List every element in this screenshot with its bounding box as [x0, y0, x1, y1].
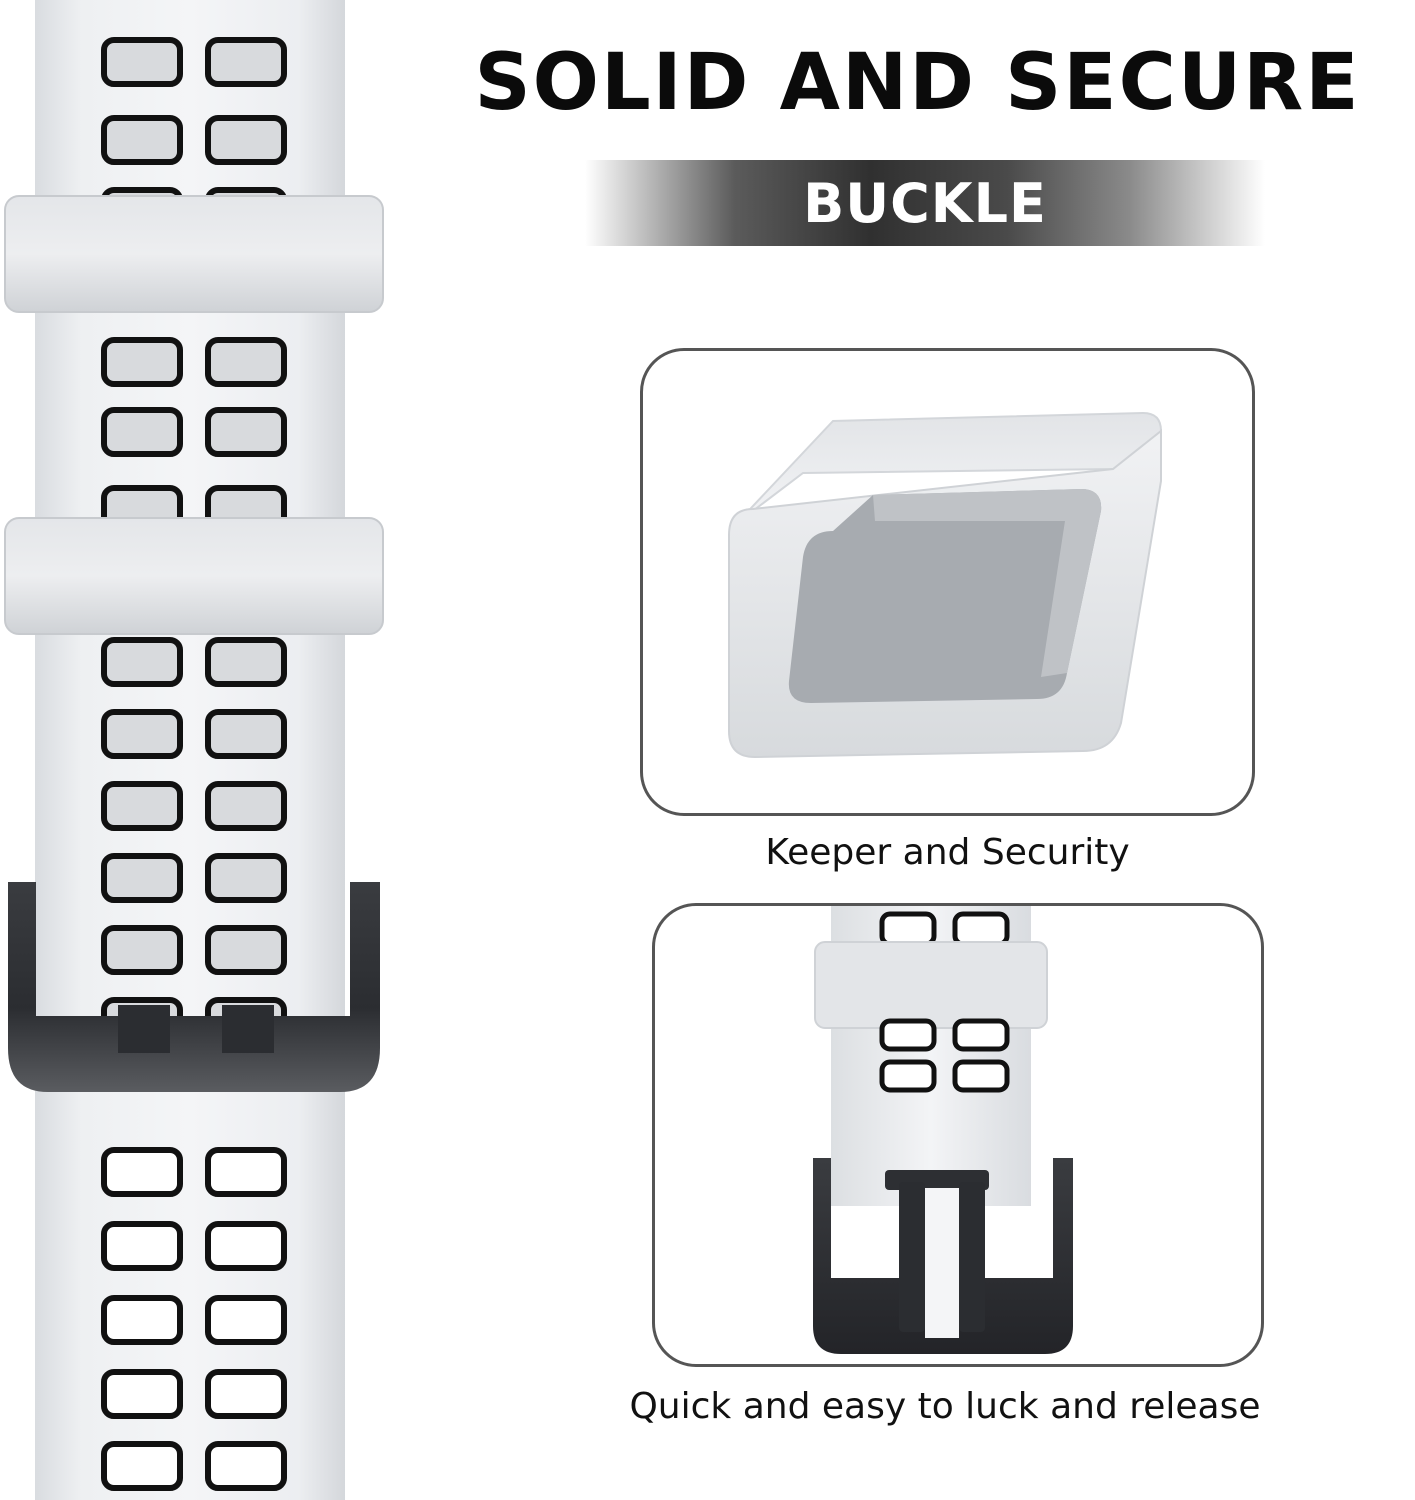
strap-keeper-loop-icon	[728, 411, 1162, 759]
band-hole	[205, 637, 287, 687]
band-hole	[205, 37, 287, 87]
band-hole	[101, 1295, 183, 1345]
band-buckle	[8, 882, 380, 1092]
band-hole	[101, 1441, 183, 1491]
band-hole	[205, 709, 287, 759]
band-hole	[205, 337, 287, 387]
band-hole	[205, 407, 287, 457]
band-hole	[205, 853, 287, 903]
band-hole	[205, 115, 287, 165]
band-keeper-upper	[4, 195, 384, 313]
headline: SOLID AND SECURE	[474, 38, 1361, 128]
band-hole	[205, 1369, 287, 1419]
band-hole	[205, 1147, 287, 1197]
band-hole	[101, 1369, 183, 1419]
band-hole	[205, 1295, 287, 1345]
band-hole	[205, 1221, 287, 1271]
band-hole	[101, 115, 183, 165]
buckle-caption: Quick and easy to luck and release	[629, 1386, 1261, 1427]
band-hole	[101, 853, 183, 903]
band-hole	[101, 1221, 183, 1271]
band-hole	[101, 781, 183, 831]
band-hole	[101, 1147, 183, 1197]
band-hole	[205, 1441, 287, 1491]
band-hole	[101, 925, 183, 975]
keeper-caption: Keeper and Security	[765, 832, 1130, 873]
band-hole	[101, 709, 183, 759]
buckle-banner-label: BUCKLE	[803, 171, 1047, 235]
buckle-panel	[652, 903, 1264, 1367]
band-hole	[205, 925, 287, 975]
buckle-banner: BUCKLE	[585, 160, 1265, 246]
band-hole	[205, 781, 287, 831]
band-hole	[101, 37, 183, 87]
watch-band-strap-image	[4, 0, 384, 1500]
keeper-panel	[640, 348, 1255, 816]
band-hole	[101, 637, 183, 687]
band-hole	[101, 337, 183, 387]
pin-buckle-icon	[813, 906, 1073, 1354]
band-hole	[101, 407, 183, 457]
band-keeper-lower	[4, 517, 384, 635]
